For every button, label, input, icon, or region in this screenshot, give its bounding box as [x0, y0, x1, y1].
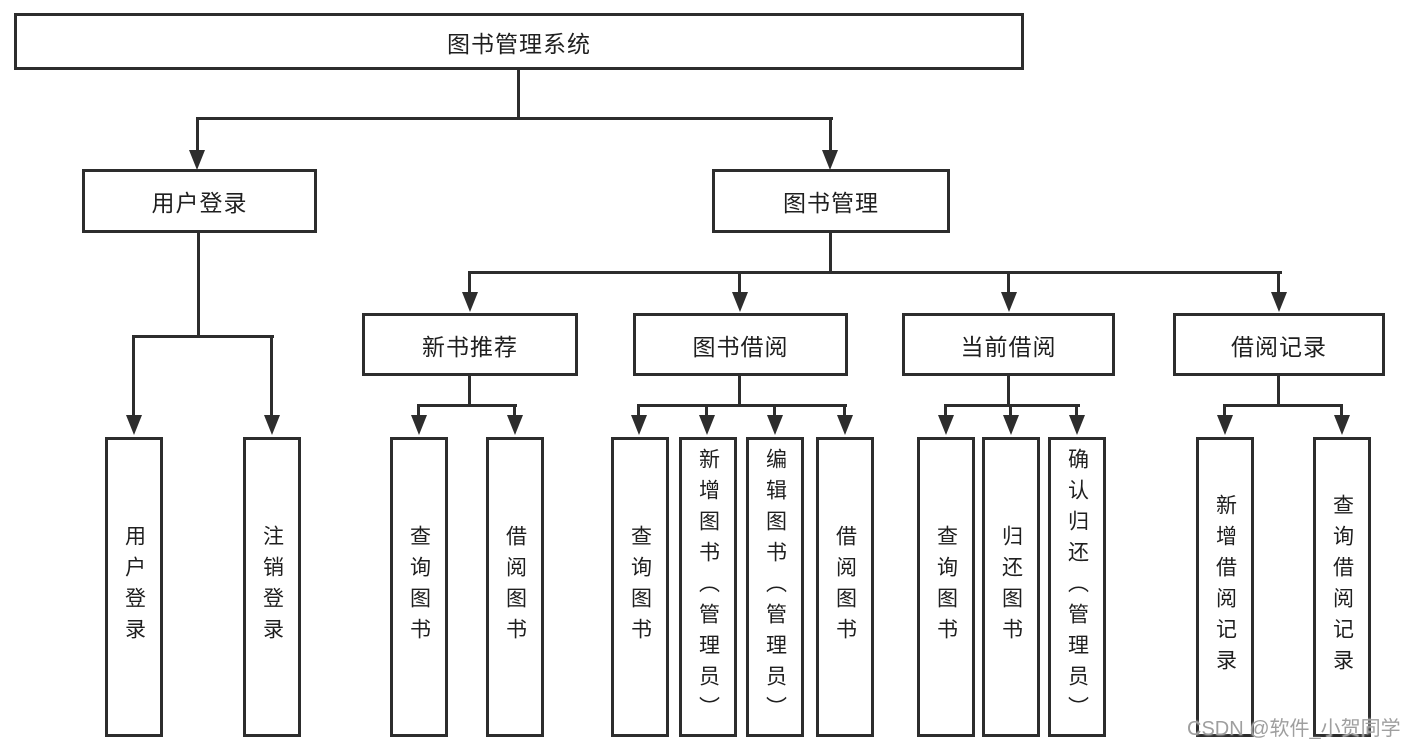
arrowhead-down-icon — [837, 415, 853, 435]
connector-line — [132, 335, 274, 338]
arrowhead-down-icon — [507, 415, 523, 435]
leaf-return-book-label: 归还图书 — [999, 525, 1023, 649]
connector-line — [944, 404, 1080, 407]
arrowhead-down-icon — [1334, 415, 1350, 435]
node-book-borrow: 图书借阅 — [633, 313, 848, 376]
connector-line — [829, 233, 832, 274]
connector-line — [1075, 404, 1078, 417]
leaf-user-login: 用户登录 — [105, 437, 163, 737]
connector-line — [468, 271, 471, 295]
arrowhead-down-icon — [189, 150, 205, 170]
connector-line — [270, 335, 273, 418]
leaf-query-books-1-label: 查询图书 — [407, 525, 431, 649]
connector-line — [197, 233, 200, 338]
connector-line — [132, 335, 135, 418]
connector-line — [1277, 271, 1280, 295]
arrowhead-down-icon — [126, 415, 142, 435]
arrowhead-down-icon — [1217, 415, 1233, 435]
arrowhead-down-icon — [411, 415, 427, 435]
connector-line — [1007, 271, 1010, 295]
connector-line — [468, 376, 471, 407]
arrowhead-down-icon — [1001, 292, 1017, 312]
leaf-borrow-books-2-label: 借阅图书 — [833, 525, 857, 649]
connector-line — [637, 404, 640, 417]
connector-line — [829, 117, 832, 152]
leaf-logout-label: 注销登录 — [260, 525, 284, 649]
node-book-management-label: 图书管理 — [783, 190, 879, 216]
leaf-confirm-return-admin: 确认归还（管理员） — [1048, 437, 1106, 737]
connector-line — [705, 404, 708, 417]
leaf-borrow-books-1: 借阅图书 — [486, 437, 544, 737]
arrowhead-down-icon — [264, 415, 280, 435]
connector-line — [1223, 404, 1226, 417]
leaf-add-book-admin-label: 新增图书（管理员） — [696, 447, 720, 727]
node-borrow-records-label: 借阅记录 — [1231, 333, 1327, 360]
leaf-add-borrow-record: 新增借阅记录 — [1196, 437, 1254, 737]
node-book-management: 图书管理 — [712, 169, 950, 233]
arrowhead-down-icon — [767, 415, 783, 435]
connector-line — [1277, 376, 1280, 407]
leaf-query-books-3: 查询图书 — [917, 437, 975, 737]
leaf-query-books-2-label: 查询图书 — [628, 525, 652, 649]
leaf-query-borrow-record: 查询借阅记录 — [1313, 437, 1371, 737]
node-new-book-recommend-label: 新书推荐 — [422, 333, 518, 360]
leaf-query-borrow-record-label: 查询借阅记录 — [1330, 494, 1354, 680]
connector-line — [738, 271, 741, 295]
node-borrow-records: 借阅记录 — [1173, 313, 1385, 376]
connector-line — [1009, 404, 1012, 417]
node-root: 图书管理系统 — [14, 13, 1024, 70]
arrowhead-down-icon — [631, 415, 647, 435]
leaf-logout: 注销登录 — [243, 437, 301, 737]
leaf-query-books-2: 查询图书 — [611, 437, 669, 737]
connector-line — [417, 404, 517, 407]
connector-line — [196, 117, 833, 120]
leaf-add-borrow-record-label: 新增借阅记录 — [1213, 494, 1237, 680]
leaf-add-book-admin: 新增图书（管理员） — [679, 437, 737, 737]
leaf-query-books-3-label: 查询图书 — [934, 525, 958, 649]
node-root-label: 图书管理系统 — [447, 30, 591, 57]
leaf-borrow-books-2: 借阅图书 — [816, 437, 874, 737]
arrowhead-down-icon — [732, 292, 748, 312]
connector-line — [773, 404, 776, 417]
node-book-borrow-label: 图书借阅 — [692, 333, 789, 360]
connector-line — [843, 404, 846, 417]
arrowhead-down-icon — [699, 415, 715, 435]
connector-line — [738, 376, 741, 407]
arrowhead-down-icon — [822, 150, 838, 170]
leaf-return-book: 归还图书 — [982, 437, 1040, 737]
node-new-book-recommend: 新书推荐 — [362, 313, 578, 376]
arrowhead-down-icon — [938, 415, 954, 435]
connector-line — [1007, 376, 1010, 407]
connector-line — [1223, 404, 1343, 407]
leaf-borrow-books-1-label: 借阅图书 — [503, 525, 527, 649]
leaf-user-login-label: 用户登录 — [122, 525, 146, 649]
node-user-login-label: 用户登录 — [151, 190, 248, 216]
arrowhead-down-icon — [462, 292, 478, 312]
leaf-query-books-1: 查询图书 — [390, 437, 448, 737]
connector-line — [196, 117, 199, 152]
csdn-watermark: CSDN @软件_小贺同学 — [1187, 718, 1401, 740]
connector-line — [1340, 404, 1343, 417]
leaf-edit-book-admin-label: 编辑图书（管理员） — [763, 447, 787, 727]
leaf-edit-book-admin: 编辑图书（管理员） — [746, 437, 804, 737]
arrowhead-down-icon — [1003, 415, 1019, 435]
leaf-confirm-return-admin-label: 确认归还（管理员） — [1065, 447, 1089, 727]
connector-line — [417, 404, 420, 417]
connector-line — [637, 404, 847, 407]
node-user-login: 用户登录 — [82, 169, 317, 233]
connector-line — [944, 404, 947, 417]
node-current-borrow-label: 当前借阅 — [960, 333, 1057, 360]
arrowhead-down-icon — [1069, 415, 1085, 435]
node-current-borrow: 当前借阅 — [902, 313, 1115, 376]
arrowhead-down-icon — [1271, 292, 1287, 312]
connector-line — [468, 271, 1282, 274]
connector-line — [513, 404, 516, 417]
connector-line — [517, 69, 520, 120]
